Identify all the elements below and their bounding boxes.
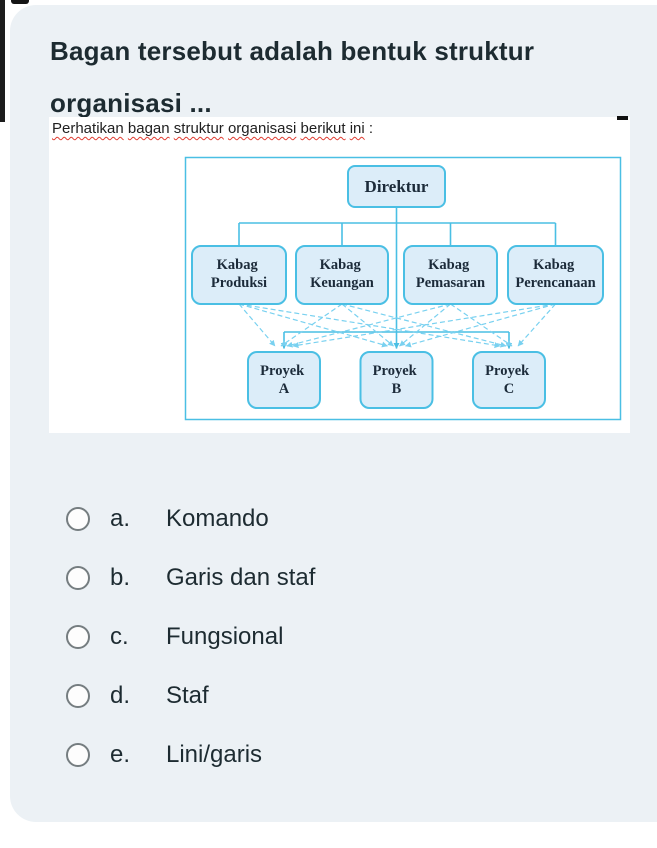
dashed-matrix-links (238, 303, 556, 349)
top-left-artifact-mark (11, 0, 29, 4)
question-figure: Perhatikan bagan struktur organisasi ber… (49, 117, 630, 433)
svg-text:Proyek A: Proyek A (260, 363, 308, 397)
option-letter: e. (110, 741, 131, 768)
chart-node-kabag-produksi: Kabag Produksi (191, 245, 287, 305)
option-label: Staf (166, 682, 209, 709)
question-card: Bagan tersebut adalah bentuk struktur or… (10, 5, 657, 822)
svg-text:Kabag Keuangan: Kabag Keuangan (310, 257, 374, 291)
figure-corner-artifact-mark (617, 116, 628, 120)
answer-options: a. Komando b. Garis dan staf c. Fungsion… (66, 502, 315, 797)
chart-node-kabag-perencanaan: Kabag Perencanaan (507, 245, 604, 305)
chart-node-kabag-keuangan: Kabag Keuangan (295, 245, 389, 305)
option-row-a[interactable]: a. Komando (66, 502, 315, 536)
radio-button-e[interactable] (66, 743, 90, 767)
svg-text:Kabag Pemasaran: Kabag Pemasaran (416, 257, 485, 291)
option-label: Lini/garis (166, 741, 263, 768)
chart-node-kabag-pemasaran: Kabag Pemasaran (403, 245, 498, 305)
option-row-c[interactable]: c. Fungsional (66, 620, 315, 654)
radio-button-a[interactable] (66, 507, 90, 531)
figure-caption: Perhatikan bagan struktur organisasi ber… (52, 120, 374, 137)
option-row-b[interactable]: b. Garis dan staf (66, 561, 315, 595)
option-label: Fungsional (166, 623, 284, 650)
chart-node-proyek-c: Proyek C (472, 351, 546, 409)
option-letter: d. (110, 682, 131, 709)
option-label: Komando (166, 505, 269, 532)
svg-text:Kabag Perencanaan: Kabag Perencanaan (515, 257, 595, 291)
option-letter: c. (110, 623, 129, 650)
radio-button-b[interactable] (66, 566, 90, 590)
radio-button-d[interactable] (66, 684, 90, 708)
chart-frame (184, 156, 622, 421)
svg-text:Proyek C: Proyek C (485, 363, 533, 397)
option-row-e[interactable]: e. Lini/garis (66, 738, 315, 772)
svg-text:Kabag Produksi: Kabag Produksi (211, 257, 267, 291)
chart-node-proyek-a: Proyek A (247, 351, 321, 409)
option-letter: a. (110, 505, 131, 532)
org-chart-svg: Direktur Kabag Produksi Kabag Keuangan (184, 156, 622, 421)
screen-edge-artifact (0, 0, 5, 122)
radio-button-c[interactable] (66, 625, 90, 649)
solid-hierarchy-lines (238, 207, 557, 349)
svg-text:Proyek B: Proyek B (373, 363, 421, 397)
question-title: Bagan tersebut adalah bentuk struktur or… (50, 36, 535, 118)
svg-text:Direktur: Direktur (365, 177, 429, 196)
option-label: Garis dan staf (166, 564, 316, 591)
option-row-d[interactable]: d. Staf (66, 679, 315, 713)
option-letter: b. (110, 564, 131, 591)
chart-node-proyek-b: Proyek B (359, 351, 434, 409)
chart-node-direktur: Direktur (347, 165, 446, 208)
